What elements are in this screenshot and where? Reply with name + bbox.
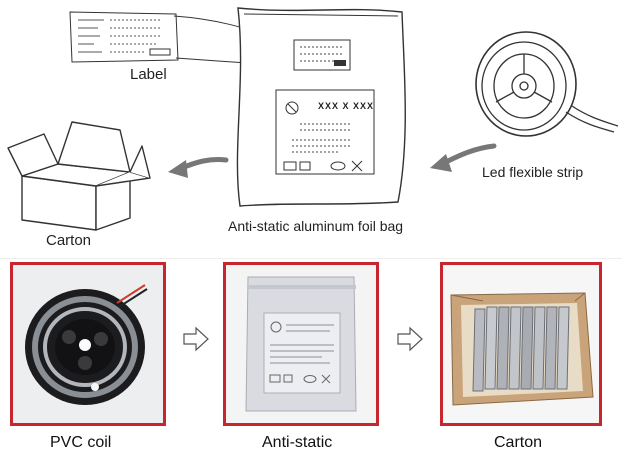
- arrow-to-carton: [179, 157, 229, 171]
- section-divider: [0, 258, 622, 259]
- foil-bag-sketch: [236, 7, 406, 207]
- bag-code-text: XXX X XXX: [318, 101, 375, 111]
- label-card-sketch: [69, 11, 179, 63]
- bag-caption: Anti-static aluminum foil bag: [228, 218, 404, 234]
- led-reel-sketch: [475, 31, 619, 137]
- carton-photo: [440, 262, 602, 426]
- carton-box-sketch: [7, 121, 151, 231]
- carton-sketch-caption: Carton: [46, 232, 92, 249]
- packaging-sketch-diagram: [7, 7, 619, 231]
- photo-caption-pvc-coil: PVC coil: [50, 434, 112, 451]
- strip-caption: Led flexible strip: [482, 164, 584, 180]
- anti-static-bag-photo: [223, 262, 379, 426]
- step-arrow-2: [397, 326, 423, 352]
- photo-caption-anti-static: Anti-static: [262, 434, 333, 451]
- label-caption: Label: [130, 66, 167, 83]
- step-arrow-1: [183, 326, 209, 352]
- arrow-to-bag: [443, 143, 497, 165]
- pvc-coil-photo: [10, 262, 166, 426]
- photo-caption-carton: Carton: [494, 434, 543, 451]
